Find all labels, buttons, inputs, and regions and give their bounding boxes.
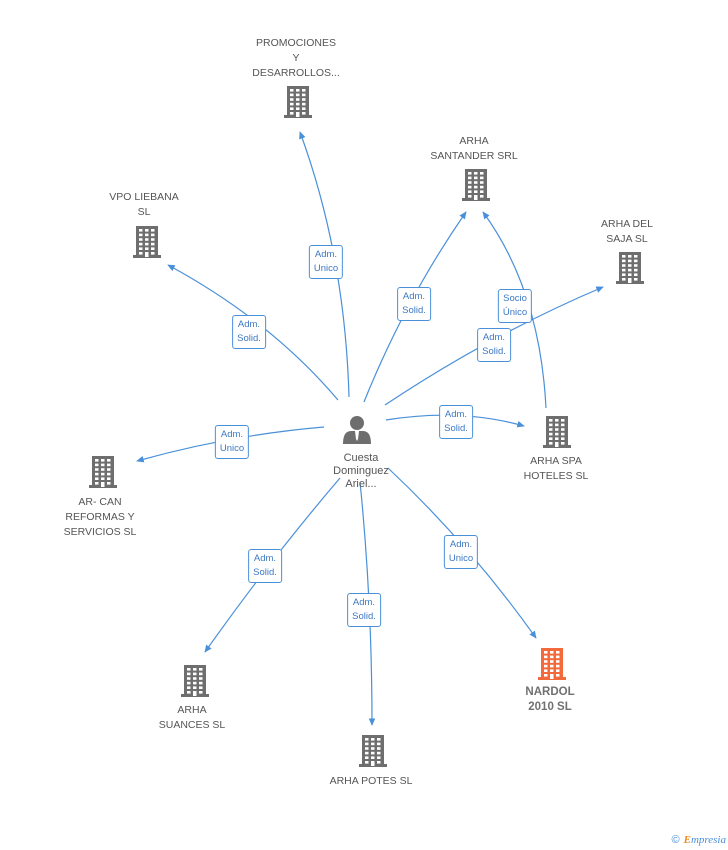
badge-text: Adm. — [220, 429, 244, 440]
badge-text: Único — [502, 307, 528, 318]
company-label-line: Y — [292, 52, 300, 64]
badge-text: Adm. — [402, 291, 426, 302]
badge-text: Adm. — [444, 409, 468, 420]
badge-text: Solid. — [352, 611, 376, 622]
badge-text: Adm. — [352, 597, 376, 608]
building-icon[interactable] — [284, 86, 312, 118]
building-icon[interactable] — [89, 456, 117, 488]
relationship-badge[interactable]: Adm. Unico — [214, 425, 250, 459]
relationship-badge[interactable]: Adm. Solid. — [347, 593, 381, 627]
relationship-badge[interactable]: Adm. Solid. — [397, 287, 431, 321]
person-name-line: Ariel... — [345, 478, 377, 490]
empresia-credit: ©Empresia — [672, 834, 727, 846]
company-label-arha-spa-hoteles[interactable]: ARHA SPA HOTELES SL — [524, 454, 589, 484]
badge-text: Socio — [503, 293, 527, 304]
building-icon[interactable] — [538, 648, 566, 680]
company-label-ar-can[interactable]: AR- CAN REFORMAS Y SERVICIOS SL — [64, 495, 137, 540]
badge-text: Adm. — [449, 539, 473, 550]
badge-text: Adm. — [314, 249, 338, 260]
badge-text: Solid. — [402, 305, 426, 316]
relationship-badge[interactable]: Adm. Solid. — [232, 315, 266, 349]
company-label-arha-potes[interactable]: ARHA POTES SL — [330, 774, 413, 789]
company-label-line: SANTANDER SRL — [430, 150, 518, 162]
company-label-line: DESARROLLOS... — [252, 67, 340, 79]
badge-text: Adm. — [482, 332, 506, 343]
building-icon[interactable] — [133, 226, 161, 258]
company-label-arha-del-saja[interactable]: ARHA DEL SAJA SL — [601, 217, 653, 247]
company-label-line: PROMOCIONES — [256, 37, 336, 49]
company-label-line: VPO LIEBANA — [109, 191, 179, 203]
company-label-line: SERVICIOS SL — [63, 526, 137, 538]
company-label-vpo-liebana[interactable]: VPO LIEBANA SL — [109, 190, 178, 220]
company-label-line: REFORMAS Y — [65, 511, 135, 523]
company-label-nardol[interactable]: NARDOL 2010 SL — [525, 685, 574, 715]
badge-text: Solid. — [237, 333, 261, 344]
badge-text: Unico — [219, 443, 245, 454]
building-icon[interactable] — [543, 416, 571, 448]
company-label-line: ARHA — [459, 135, 489, 147]
building-icon[interactable] — [359, 735, 387, 767]
company-label-line: ARHA — [177, 704, 207, 716]
company-label-line: 2010 SL — [528, 701, 572, 713]
badge-text: Unico — [448, 553, 474, 564]
relationship-badge[interactable]: Adm. Solid. — [439, 405, 473, 439]
company-label-line: ARHA POTES SL — [329, 775, 413, 787]
person-name-line: Dominguez — [333, 465, 389, 477]
company-label-line: SL — [137, 206, 151, 218]
company-label-arha-suances[interactable]: ARHA SUANCES SL — [159, 703, 226, 733]
relationship-badge[interactable]: Adm. Solid. — [248, 549, 282, 583]
company-label-line: HOTELES SL — [523, 470, 589, 482]
person-icon[interactable] — [343, 416, 371, 444]
company-label-line: ARHA SPA — [530, 455, 582, 467]
company-label-line: AR- CAN — [78, 496, 122, 508]
copyright-symbol: © — [671, 834, 680, 846]
building-icon[interactable] — [462, 169, 490, 201]
badge-text: Solid. — [482, 346, 506, 357]
badge-text: Adm. — [237, 319, 261, 330]
building-icon[interactable] — [616, 252, 644, 284]
building-icon[interactable] — [181, 665, 209, 697]
company-label-line: NARDOL — [525, 686, 575, 698]
relationship-badge[interactable]: Adm. Unico — [308, 245, 344, 279]
person-name-line: Cuesta — [343, 452, 379, 464]
badge-text: Adm. — [253, 553, 277, 564]
company-label-line: SUANCES SL — [158, 719, 226, 731]
relationship-badge[interactable]: Adm. Solid. — [477, 328, 511, 362]
badge-text: Solid. — [253, 567, 277, 578]
company-label-line: ARHA DEL — [601, 218, 653, 230]
company-label-arha-santander[interactable]: ARHA SANTANDER SRL — [430, 134, 517, 164]
company-label-line: SAJA SL — [606, 233, 648, 245]
brand-initial: E — [683, 834, 691, 846]
company-label-promociones[interactable]: PROMOCIONES Y DESARROLLOS... — [252, 36, 340, 81]
relationship-badge[interactable]: Adm. Unico — [443, 535, 479, 569]
badge-text: Unico — [313, 263, 339, 274]
badge-text: Solid. — [444, 423, 468, 434]
brand-name: mpresia — [690, 834, 726, 846]
